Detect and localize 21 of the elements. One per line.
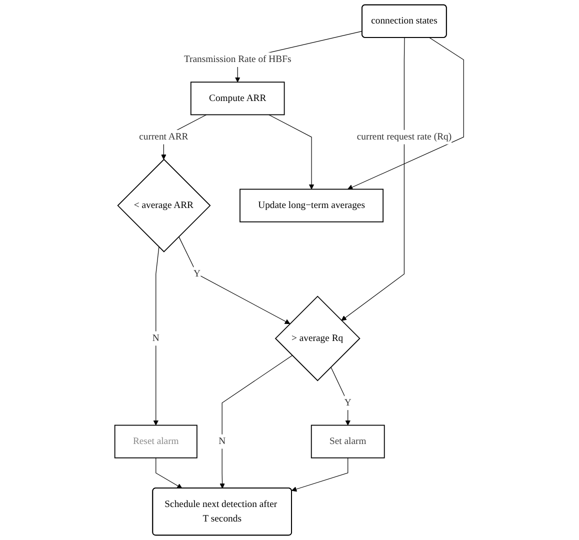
edge-label: current ARR [139, 132, 188, 142]
arrow [348, 37, 464, 190]
arrow [342, 37, 406, 321]
node-diamond: > average Rq [275, 296, 361, 382]
arrow [220, 355, 293, 489]
edge-label: Y [344, 397, 352, 408]
edge-label: Y [194, 268, 201, 279]
edge-label: current request rate (Rq) [357, 132, 452, 142]
arrow [156, 458, 183, 489]
arrow [154, 246, 160, 426]
edge-label: Transmission Rate of HBFs [184, 54, 292, 65]
node-box: Reset alarm [114, 424, 198, 458]
edge-label: N [152, 333, 160, 344]
node-box: Update long−term averages [240, 188, 384, 222]
node-diamond: < average ARR [117, 158, 211, 252]
edge-label: N [218, 436, 226, 446]
arrow [292, 458, 348, 492]
arrow [268, 114, 314, 190]
arrow [178, 236, 290, 324]
node-box: Set alarm [311, 424, 386, 458]
node-box: Compute ARR [190, 82, 286, 116]
